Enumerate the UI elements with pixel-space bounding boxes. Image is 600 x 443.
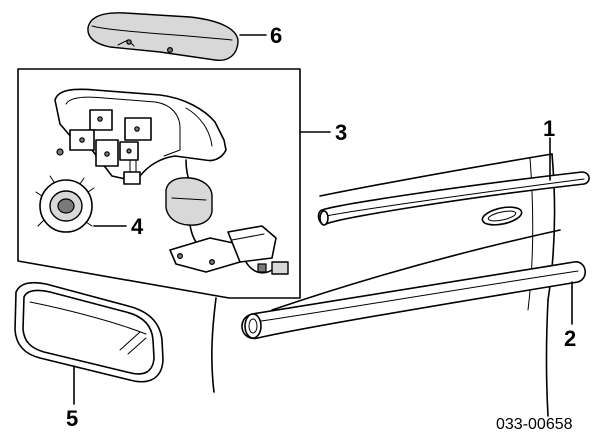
door-panel [211, 153, 561, 417]
door-molding-lower-part [241, 261, 586, 340]
callout-2: 2 [564, 326, 576, 351]
callout-5: 5 [66, 406, 78, 431]
part-code-label: 033-00658 [496, 416, 573, 433]
callout-3: 3 [335, 120, 347, 145]
actuator-part [35, 175, 95, 233]
callout-6: 6 [270, 23, 282, 48]
callout-4: 4 [131, 214, 144, 239]
mirror-cap-part [87, 12, 239, 62]
mirror-glass-part [14, 281, 164, 383]
mirror-assembly-frame [17, 68, 301, 299]
mirror-housing-part [54, 88, 227, 185]
door-molding-upper-part [317, 171, 590, 226]
callout-1: 1 [543, 116, 555, 141]
wiring-harness-part [165, 159, 289, 275]
